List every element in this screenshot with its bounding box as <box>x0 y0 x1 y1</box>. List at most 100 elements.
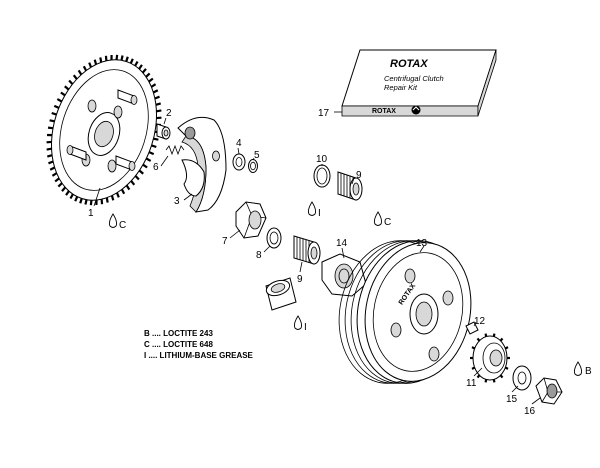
drop-icon <box>293 315 303 330</box>
callouts: 1 2 3 4 5 6 7 8 9 9 10 11 12 13 14 15 16… <box>88 108 536 417</box>
gear-tooth <box>141 68 147 74</box>
gear-tooth <box>138 169 144 175</box>
rotax-logo-icon <box>411 105 421 115</box>
gear-tooth <box>153 137 159 141</box>
marker-c-flange-nut: C <box>373 211 391 228</box>
gear-tooth <box>120 55 124 61</box>
gear-tooth <box>152 89 159 94</box>
kit-logo-text: ROTAX <box>372 108 396 115</box>
part-4-washer <box>232 153 246 171</box>
gear-tooth <box>48 160 54 165</box>
gear-tooth <box>145 72 151 78</box>
gear-tooth <box>82 65 88 72</box>
gear-tooth <box>155 102 162 106</box>
callout-9-upper: 9 <box>356 170 362 181</box>
part-8-washer <box>266 227 282 249</box>
gear-tooth <box>51 172 58 177</box>
gear-tooth <box>49 119 55 123</box>
gear-tooth <box>105 197 109 203</box>
callout-3: 3 <box>174 196 180 207</box>
callout-17: 17 <box>318 108 330 119</box>
gear-tooth <box>77 69 83 76</box>
svg-text:C: C <box>384 217 391 228</box>
drop-icon <box>573 361 583 376</box>
part-5-washer <box>248 159 258 173</box>
callout-4: 4 <box>236 138 242 149</box>
gear-tooth <box>125 184 131 191</box>
gear-tooth <box>46 147 52 151</box>
gear-tooth <box>61 186 67 192</box>
callout-8: 8 <box>256 250 262 261</box>
gear-tooth <box>68 79 74 85</box>
gear-tooth <box>60 91 66 97</box>
leader-lines <box>93 111 541 405</box>
kit-brand: ROTAX <box>390 58 428 70</box>
gear-tooth <box>138 64 143 70</box>
callout-12: 12 <box>474 316 486 327</box>
gear-tooth <box>56 98 63 103</box>
callout-11: 11 <box>466 378 477 389</box>
gear-tooth <box>49 166 56 171</box>
gear-tooth <box>125 56 129 62</box>
sprocket-teeth <box>46 54 162 206</box>
gear-tooth <box>145 157 152 162</box>
marker-i-bearing: I <box>307 201 321 219</box>
gear-tooth <box>148 151 155 156</box>
callout-16: 16 <box>524 406 536 417</box>
gear-tooth <box>84 199 88 205</box>
gear-tooth <box>89 200 93 206</box>
drop-icon <box>373 211 383 226</box>
gear-tooth <box>72 74 78 80</box>
gear-tooth <box>115 192 120 198</box>
part-15-washer <box>512 365 532 391</box>
gear-tooth <box>142 163 148 169</box>
gear-tooth <box>69 193 74 200</box>
part-17-repair-kit-box: ROTAX Centrifugal Clutch Repair Kit ROTA… <box>341 49 497 117</box>
gear-tooth <box>150 83 157 88</box>
gear-tooth <box>93 59 98 65</box>
gear-tooth <box>64 85 70 91</box>
gear-tooth <box>134 60 139 67</box>
sprocket-pin <box>66 145 87 161</box>
legend: B .... LOCTITE 243 C .... LOCTITE 648 I … <box>144 329 254 360</box>
part-10-ring <box>313 164 331 188</box>
sleeve <box>265 277 297 311</box>
part-7-hex-nut <box>235 201 267 239</box>
callout-5: 5 <box>254 150 260 161</box>
legend-i: I .... LITHIUM-BASE GREASE <box>144 351 254 360</box>
marker-i-sleeve: I <box>293 315 307 333</box>
kit-line-2: Repair Kit <box>384 83 418 92</box>
part-1-sprocket <box>46 54 162 206</box>
gear-tooth <box>51 111 57 116</box>
gear-tooth <box>65 190 70 196</box>
part-14-flange-nut <box>321 253 367 297</box>
gear-tooth <box>79 198 83 204</box>
gear-tooth <box>148 77 154 83</box>
marker-c-sprocket: C <box>108 213 126 231</box>
gear-tooth <box>134 175 140 181</box>
svg-text:I: I <box>318 208 321 219</box>
part-16-nut <box>535 377 563 405</box>
part-3-clutch-shoes <box>177 116 227 213</box>
callout-1: 1 <box>88 208 94 219</box>
gear-tooth <box>154 95 160 100</box>
legend-b: B .... LOCTITE 243 <box>144 329 213 338</box>
callout-14: 14 <box>336 238 348 249</box>
part-11-hub <box>470 333 510 383</box>
callout-7: 7 <box>222 236 228 247</box>
part-9-needle-bearing-upper <box>337 171 363 201</box>
callout-10: 10 <box>316 154 328 165</box>
sprocket-pin <box>115 155 136 171</box>
gear-tooth <box>46 154 53 158</box>
drop-icon <box>307 201 317 216</box>
gear-tooth <box>115 54 119 60</box>
part-13-clutch-drum: ROTAX <box>338 240 472 384</box>
gear-tooth <box>151 144 157 149</box>
gear-tooth <box>156 109 162 113</box>
gear-tooth <box>99 57 103 63</box>
svg-text:C: C <box>119 220 126 231</box>
gear-tooth <box>110 195 115 201</box>
part-12-key <box>465 321 479 335</box>
part-6-spring <box>165 144 185 156</box>
